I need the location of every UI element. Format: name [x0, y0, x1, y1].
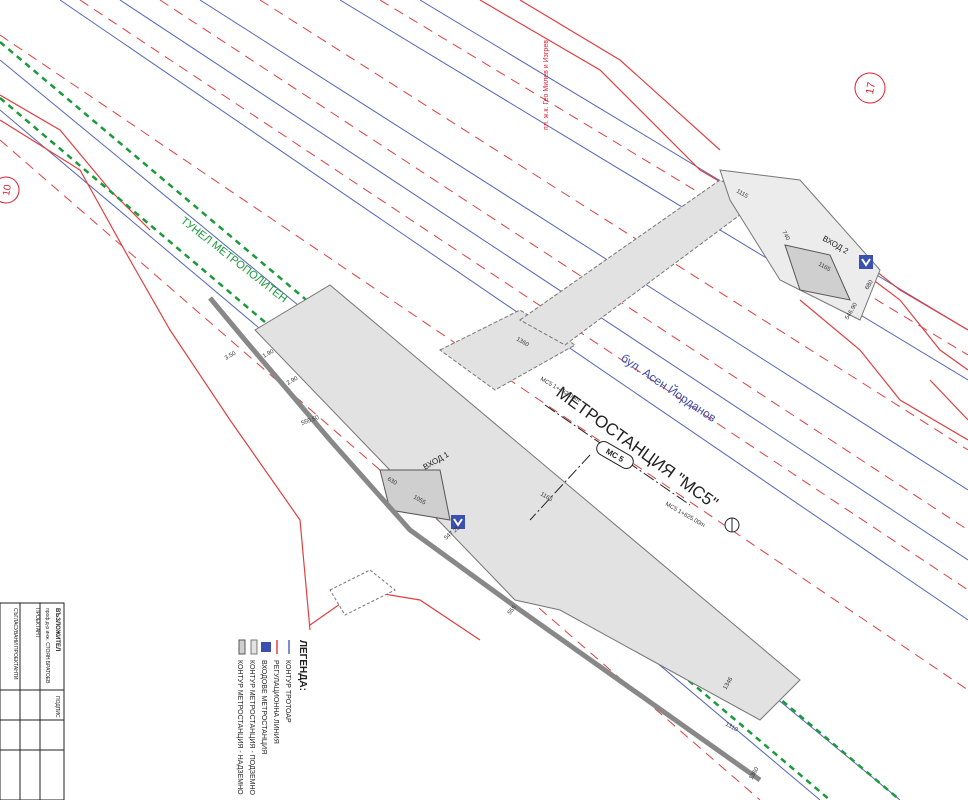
dim-label: 1165: [539, 492, 554, 504]
legend-title: ЛЕГЕНДА:: [297, 640, 308, 691]
dim-label: 1165: [817, 262, 832, 274]
titleblock-line1: проф.д-р инж. СТОЯН БРАТОЕВ: [44, 608, 50, 684]
area-tag-right: 17: [854, 72, 886, 104]
entrance-2-icon: [859, 255, 873, 269]
station-body: [208, 169, 881, 783]
dim-label: 740: [780, 230, 791, 242]
tunnel-label: ТУНЕЛ МЕТРОПОЛИТЕН: [178, 215, 289, 306]
dim-label: 1115: [735, 189, 749, 201]
legend-item: ВХОДОВЕ МЕТРОСТАНЦИЯ: [260, 660, 267, 754]
dim-label: 680: [865, 279, 876, 291]
titleblock-sign: ПОДПИС: [54, 696, 60, 718]
legend: ЛЕГЕНДА: КОНТУР ТРОТОАР РЕГУЛАЦИОННА ЛИН…: [236, 639, 308, 795]
titleblock-header: ВЪЗЛОЖИТЕЛ: [54, 608, 60, 651]
area-tag-left: 10: [0, 176, 20, 204]
titleblock-line3: СЪГЛАСУВАНИ ПРОЕКТАНТИ: [12, 608, 18, 680]
legend-item: КОНТУР ТРОТОАР: [284, 660, 291, 723]
svg-text:10: 10: [1, 183, 14, 196]
legend-item: КОНТУР МЕТРОСТАНЦИЯ - НАДЗЕМНО: [236, 660, 243, 795]
dim-label: 1.90: [262, 348, 276, 359]
dim-label: 2.90: [286, 375, 300, 386]
chainage-lower: МС5 1+625.00m: [664, 502, 706, 529]
dim-label: 3.50: [224, 350, 238, 361]
north-arrow-icon: [724, 517, 740, 533]
legend-item: КОНТУР МЕТРОСТАНЦИЯ - ПОДЗЕМНО: [248, 660, 255, 795]
legend-item: РЕГУЛАЦИОННА ЛИНИЯ: [272, 660, 279, 744]
titleblock-line2: ПРОЕКТАНТ: [34, 608, 40, 638]
dim-label: 630: [386, 477, 398, 488]
side-note: пл. ж.к. Гео Милев и Изгрев: [543, 40, 550, 130]
dim-label: 1310: [724, 722, 739, 734]
boulevard-label: бул. Асен Йорданов: [618, 350, 719, 425]
dim-label: 555: [507, 604, 518, 616]
svg-text:17: 17: [864, 81, 878, 95]
entrance-1-icon: [451, 515, 465, 529]
station-badge: МС 5: [596, 441, 634, 469]
title-block: ВЪЗЛОЖИТЕЛ проф.д-р инж. СТОЯН БРАТОЕВ П…: [0, 602, 65, 800]
